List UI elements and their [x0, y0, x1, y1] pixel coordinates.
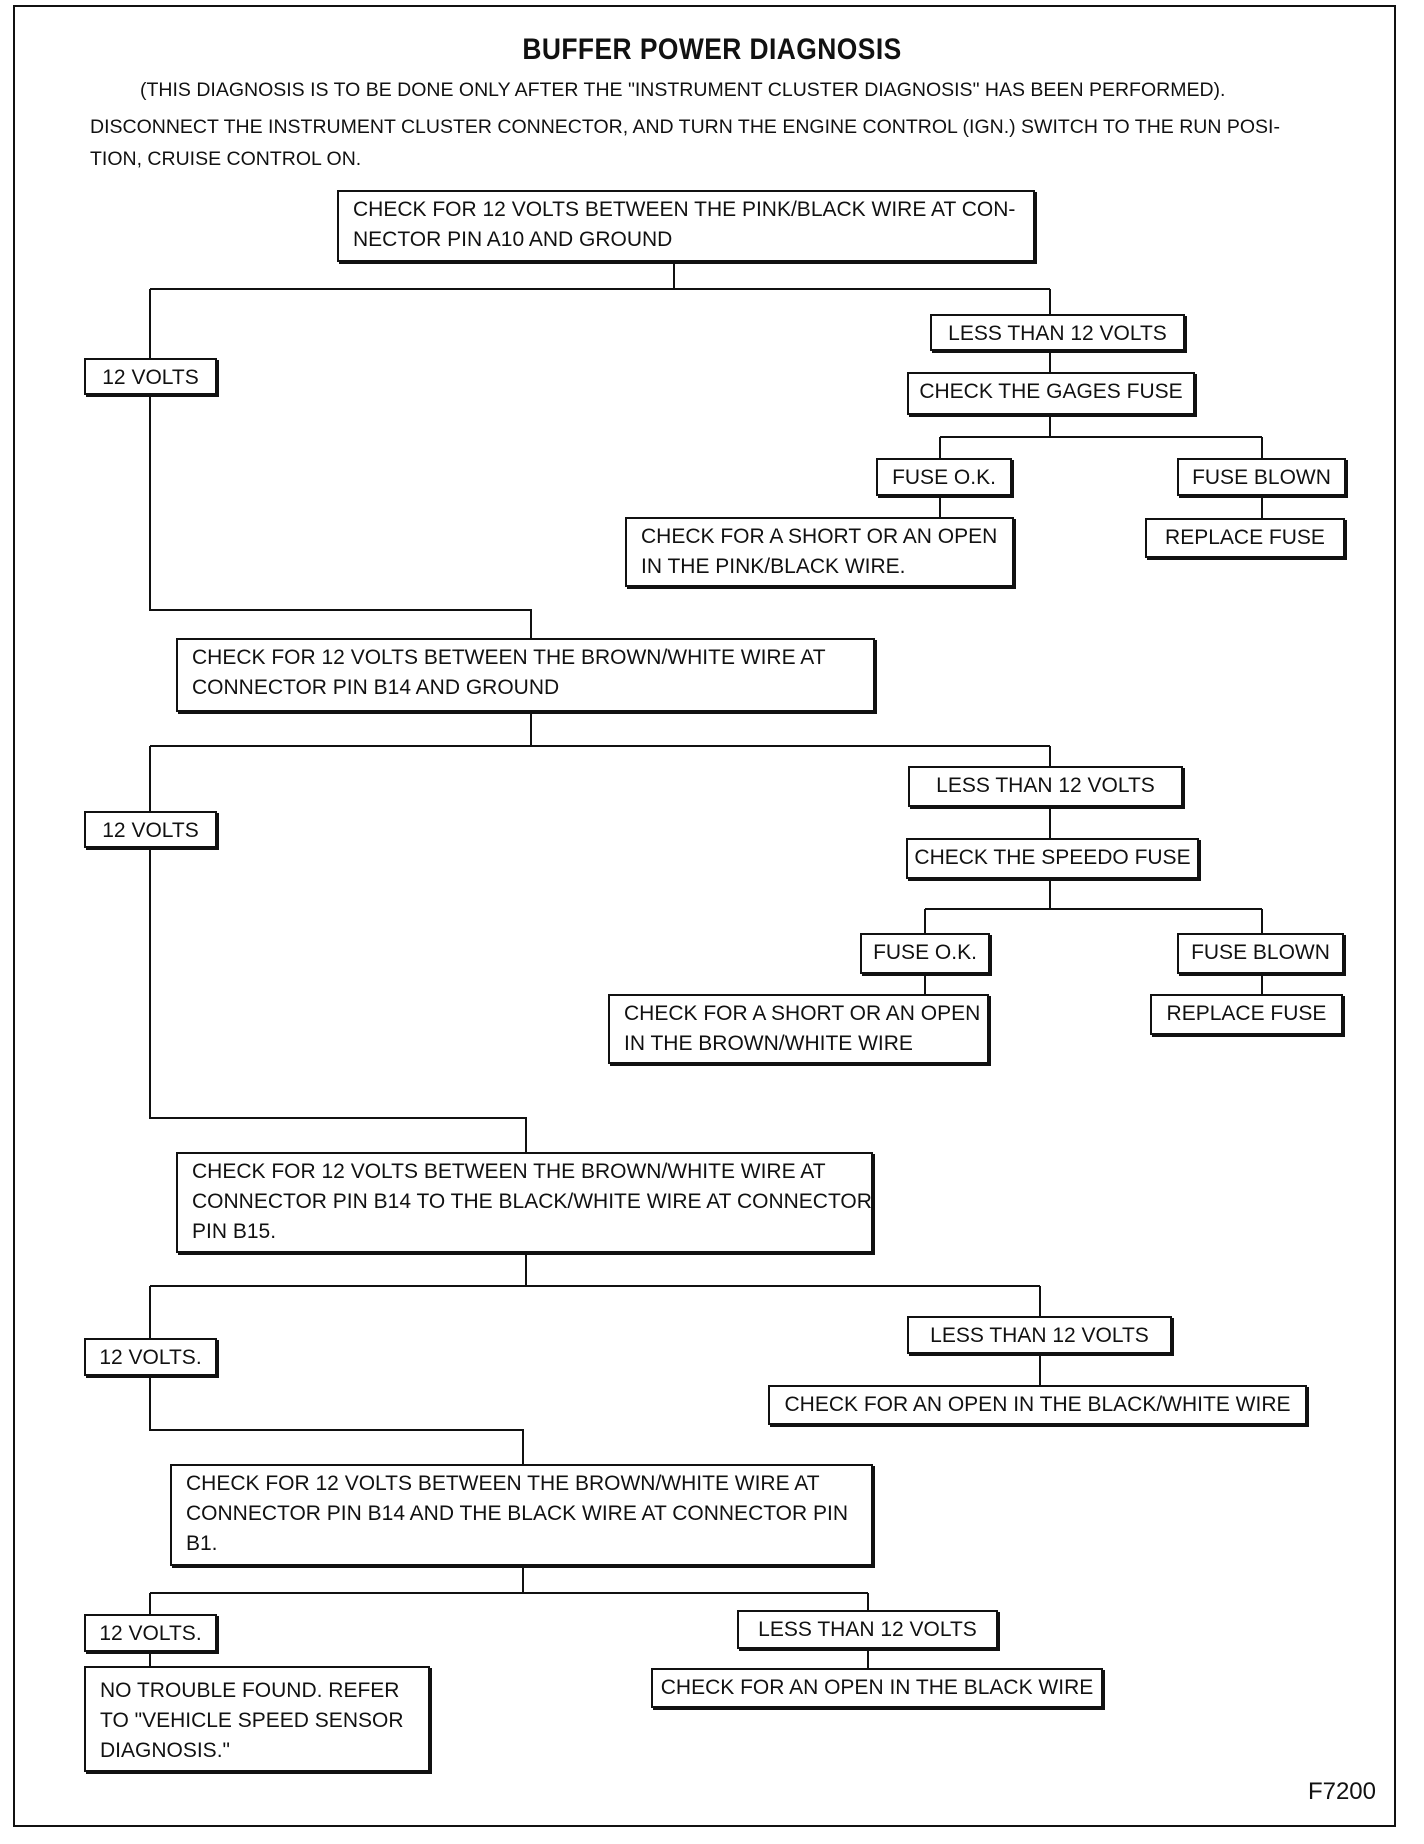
step2-check-box: CHECK FOR 12 VOLTS BETWEEN THE BROWN/WHI… — [176, 638, 875, 712]
step2-check-speedo-fuse: CHECK THE SPEEDO FUSE — [906, 838, 1199, 879]
step2-fail-label: LESS THAN 12 VOLTS — [908, 766, 1183, 807]
step2-replace-fuse: REPLACE FUSE — [1150, 994, 1343, 1035]
page-frame — [13, 5, 1396, 1827]
step3-pass-label: 12 VOLTS. — [84, 1338, 217, 1376]
step4-check-black-wire: CHECK FOR AN OPEN IN THE BLACK WIRE — [651, 1668, 1103, 1708]
step4-pass-action-line-1: NO TROUBLE FOUND. REFER — [100, 1679, 400, 1702]
step4-fail-label: LESS THAN 12 VOLTS — [737, 1610, 998, 1649]
step2-fuse-ok-action-line-1: CHECK FOR A SHORT OR AN OPEN — [624, 1002, 981, 1025]
step4-pass-action-line-3: DIAGNOSIS." — [100, 1739, 230, 1762]
step4-no-trouble-found: NO TROUBLE FOUND. REFER TO "VEHICLE SPEE… — [84, 1666, 430, 1772]
step1-fail-label: LESS THAN 12 VOLTS — [930, 314, 1185, 351]
step3-check-line-1: CHECK FOR 12 VOLTS BETWEEN THE BROWN/WHI… — [192, 1160, 826, 1183]
step2-fuse-ok-action-line-2: IN THE BROWN/WHITE WIRE — [624, 1032, 913, 1055]
step3-check-black-white-wire: CHECK FOR AN OPEN IN THE BLACK/WHITE WIR… — [768, 1385, 1307, 1425]
step1-fuse-blown-label: FUSE BLOWN — [1177, 458, 1346, 496]
step4-pass-label: 12 VOLTS. — [84, 1614, 217, 1652]
step1-pass-label: 12 VOLTS — [84, 358, 217, 395]
step2-check-line-2: CONNECTOR PIN B14 AND GROUND — [192, 676, 560, 699]
step1-fuse-ok-action: CHECK FOR A SHORT OR AN OPEN IN THE PINK… — [625, 517, 1014, 587]
step4-check-box: CHECK FOR 12 VOLTS BETWEEN THE BROWN/WHI… — [170, 1464, 873, 1566]
step1-fuse-ok-action-line-2: IN THE PINK/BLACK WIRE. — [641, 555, 906, 578]
step3-check-line-2: CONNECTOR PIN B14 TO THE BLACK/WHITE WIR… — [192, 1190, 872, 1213]
step1-fuse-ok-label: FUSE O.K. — [876, 458, 1012, 496]
step2-check-line-1: CHECK FOR 12 VOLTS BETWEEN THE BROWN/WHI… — [192, 646, 826, 669]
step2-fuse-ok-action: CHECK FOR A SHORT OR AN OPEN IN THE BROW… — [608, 994, 989, 1064]
step1-check-line-2: NECTOR PIN A10 AND GROUND — [353, 228, 673, 251]
step4-check-line-3: B1. — [186, 1532, 218, 1555]
step1-check-line-1: CHECK FOR 12 VOLTS BETWEEN THE PINK/BLAC… — [353, 198, 1016, 221]
setup-instruction-line-2: TION, CRUISE CONTROL ON. — [90, 148, 362, 170]
step2-fuse-blown-label: FUSE BLOWN — [1177, 933, 1344, 974]
step3-check-box: CHECK FOR 12 VOLTS BETWEEN THE BROWN/WHI… — [176, 1152, 873, 1253]
setup-instruction-line-1: DISCONNECT THE INSTRUMENT CLUSTER CONNEC… — [90, 116, 1280, 138]
step1-fuse-ok-action-line-1: CHECK FOR A SHORT OR AN OPEN — [641, 525, 998, 548]
step2-pass-label: 12 VOLTS — [84, 811, 217, 848]
step1-replace-fuse: REPLACE FUSE — [1145, 518, 1345, 558]
step4-pass-action-line-2: TO "VEHICLE SPEED SENSOR — [100, 1709, 404, 1732]
prerequisite-note: (THIS DIAGNOSIS IS TO BE DONE ONLY AFTER… — [140, 79, 1226, 101]
step3-check-line-3: PIN B15. — [192, 1220, 277, 1243]
step1-check-gages-fuse: CHECK THE GAGES FUSE — [907, 372, 1195, 415]
step1-check-box: CHECK FOR 12 VOLTS BETWEEN THE PINK/BLAC… — [337, 190, 1035, 262]
step4-check-line-1: CHECK FOR 12 VOLTS BETWEEN THE BROWN/WHI… — [186, 1472, 820, 1495]
step4-check-line-2: CONNECTOR PIN B14 AND THE BLACK WIRE AT … — [186, 1502, 849, 1525]
figure-id: F7200 — [1307, 1778, 1376, 1805]
step2-fuse-ok-label: FUSE O.K. — [860, 933, 990, 974]
step3-fail-label: LESS THAN 12 VOLTS — [907, 1316, 1172, 1354]
page-title: BUFFER POWER DIAGNOSIS — [522, 33, 902, 66]
